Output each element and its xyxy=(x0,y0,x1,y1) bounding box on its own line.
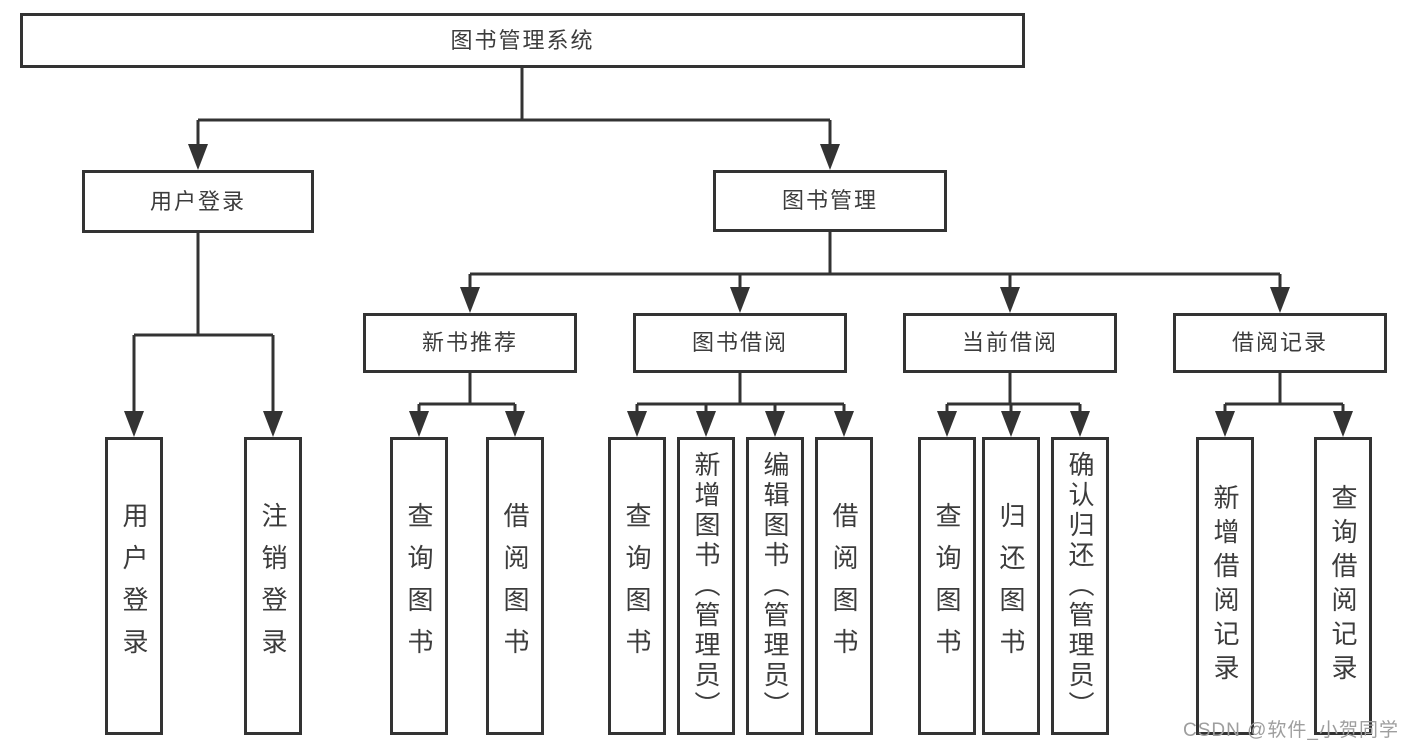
node-leaf-nbr-query-book: 查询图书 xyxy=(390,437,448,735)
arrowhead-down-icon xyxy=(188,144,208,170)
node-root: 图书管理系统 xyxy=(20,13,1025,68)
node-leaf-bb-borrow-book: 借阅图书 xyxy=(815,437,873,735)
node-leaf-br-query-record: 查询借阅记录 xyxy=(1314,437,1372,735)
arrowhead-down-icon xyxy=(1001,411,1021,437)
node-leaf-cb-return-book: 归还图书 xyxy=(982,437,1040,735)
arrowhead-down-icon xyxy=(1270,287,1290,313)
arrowhead-down-icon xyxy=(263,411,283,437)
arrowhead-down-icon xyxy=(505,411,525,437)
node-leaf-cb-confirm-return: 确认归还（管理员） xyxy=(1051,437,1109,735)
node-label: 借阅图书 xyxy=(500,502,530,670)
arrowhead-down-icon xyxy=(834,411,854,437)
node-user-login: 用户登录 xyxy=(82,170,314,233)
node-label: 借阅图书 xyxy=(829,502,859,670)
node-label: 用户登录 xyxy=(119,502,149,670)
arrowhead-down-icon xyxy=(1333,411,1353,437)
arrowhead-down-icon xyxy=(765,411,785,437)
node-label: 查询图书 xyxy=(622,502,652,670)
arrowhead-down-icon xyxy=(124,411,144,437)
node-book-borrowing: 图书借阅 xyxy=(633,313,847,373)
arrowhead-down-icon xyxy=(696,411,716,437)
node-label: 新增图书（管理员） xyxy=(691,451,721,721)
node-leaf-bb-query-book: 查询图书 xyxy=(608,437,666,735)
node-label: 图书管理 xyxy=(781,188,878,213)
node-book-management: 图书管理 xyxy=(713,170,947,232)
node-label: 新增借阅记录 xyxy=(1210,484,1240,688)
node-label: 用户登录 xyxy=(149,188,246,214)
node-label: 当前借阅 xyxy=(961,330,1058,355)
node-label: 归还图书 xyxy=(996,502,1026,670)
node-leaf-cb-query-book: 查询图书 xyxy=(918,437,976,735)
arrowhead-down-icon xyxy=(730,287,750,313)
arrowhead-down-icon xyxy=(1000,287,1020,313)
arrowhead-down-icon xyxy=(1215,411,1235,437)
node-new-book-recommend: 新书推荐 xyxy=(363,313,577,373)
node-label: 图书管理系统 xyxy=(450,27,595,53)
arrowhead-down-icon xyxy=(460,287,480,313)
arrowhead-down-icon xyxy=(1070,411,1090,437)
node-leaf-logout: 注销登录 xyxy=(244,437,302,735)
arrowhead-down-icon xyxy=(627,411,647,437)
node-label: 查询图书 xyxy=(932,502,962,670)
arrowhead-down-icon xyxy=(820,144,840,170)
node-leaf-bb-edit-book: 编辑图书（管理员） xyxy=(746,437,804,735)
arrowhead-down-icon xyxy=(937,411,957,437)
node-label: 查询借阅记录 xyxy=(1328,484,1358,688)
node-label: 查询图书 xyxy=(404,502,434,670)
node-label: 编辑图书（管理员） xyxy=(760,451,790,721)
node-leaf-user-login: 用户登录 xyxy=(105,437,163,735)
node-leaf-nbr-borrow-book: 借阅图书 xyxy=(486,437,544,735)
node-label: 新书推荐 xyxy=(421,330,518,355)
node-borrowing-records: 借阅记录 xyxy=(1173,313,1387,373)
arrowhead-down-icon xyxy=(409,411,429,437)
node-label: 注销登录 xyxy=(258,502,288,670)
node-label: 图书借阅 xyxy=(691,330,788,355)
node-leaf-br-add-record: 新增借阅记录 xyxy=(1196,437,1254,735)
node-current-borrowing: 当前借阅 xyxy=(903,313,1117,373)
node-label: 确认归还（管理员） xyxy=(1065,451,1095,721)
node-label: 借阅记录 xyxy=(1231,330,1328,355)
node-leaf-bb-add-book: 新增图书（管理员） xyxy=(677,437,735,735)
